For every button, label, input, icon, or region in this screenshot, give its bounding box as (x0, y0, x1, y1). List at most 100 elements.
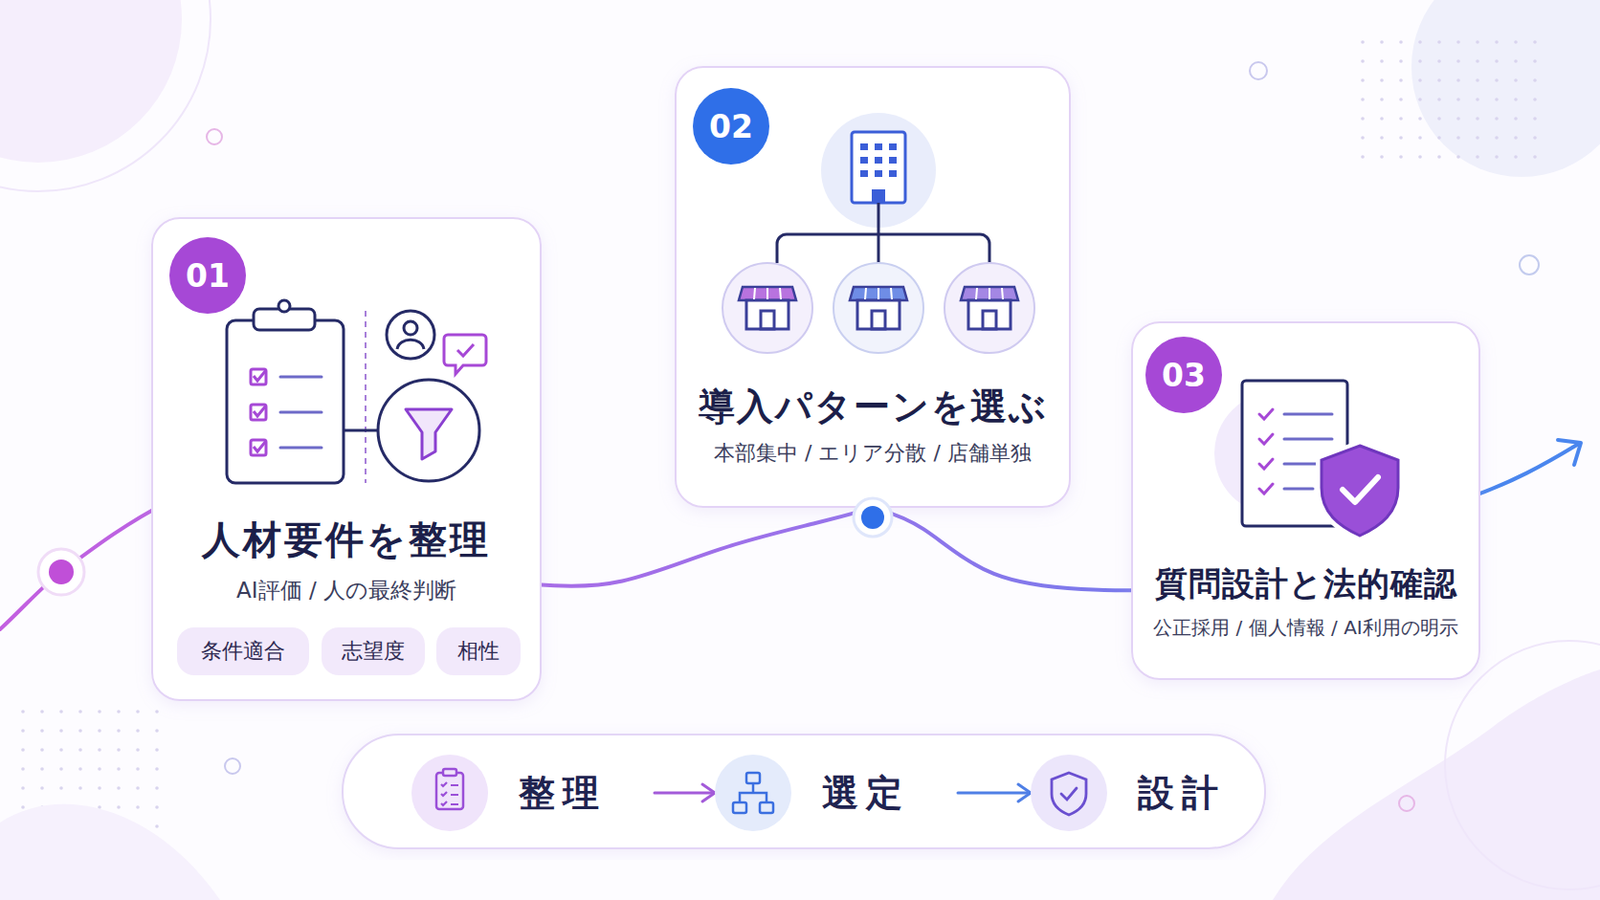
compliance-icon (1259, 434, 1273, 445)
tag-text: 志望度 (341, 637, 405, 667)
org-icon (754, 288, 756, 300)
requirements-icon (364, 311, 367, 484)
step-card: 02導入パターンを選ぶ本部集中 / エリア分散 / 店舗単独 (674, 66, 1071, 509)
connector-line (541, 508, 873, 587)
callout-number: 02 (692, 88, 770, 165)
requirements-icon (278, 300, 290, 312)
requirements-icon (403, 321, 418, 335)
org-icon (722, 112, 1035, 354)
compliance-icon (1259, 484, 1273, 494)
flow-arrow (957, 784, 1031, 802)
card-ground (674, 66, 1071, 509)
timeline-connector (541, 508, 873, 587)
requirements-icon (253, 370, 267, 381)
org-icon (738, 287, 797, 301)
org-icon (1001, 288, 1003, 300)
timeline-wave (38, 549, 85, 596)
compliance-icon (1259, 409, 1273, 420)
decor (0, 804, 221, 900)
step-icon (1030, 755, 1108, 832)
step-icon (714, 755, 792, 832)
org-icon (960, 287, 1019, 301)
org-icon (988, 288, 991, 300)
requirements-icon (280, 377, 322, 448)
requirements-icon (253, 441, 267, 452)
org-icon (871, 189, 886, 203)
card-subtitle: 公正採用 / 個人情報 / AI利用の明示 (1133, 614, 1479, 642)
step-icon (411, 755, 1108, 832)
org-icon (766, 288, 769, 300)
org-icon (888, 143, 897, 151)
org-icon (874, 156, 883, 164)
step-icon (411, 755, 489, 832)
flow-step: 整理 (411, 755, 655, 832)
step-icon (441, 782, 459, 806)
org-icon (860, 156, 868, 164)
card-ground (1131, 321, 1481, 681)
step-icon (733, 802, 747, 814)
compliance-icon (1284, 438, 1333, 442)
number-text: 01 (185, 257, 230, 295)
org-icon (849, 287, 908, 301)
card-ground (151, 66, 1481, 702)
org-icon (851, 132, 906, 203)
flow-step: 設計 (1030, 755, 1274, 832)
arrow-head (702, 784, 715, 802)
compliance-icon (1342, 477, 1378, 503)
decor (0, 0, 182, 163)
requirements-icon (377, 379, 480, 482)
requirements-icon (280, 411, 322, 415)
compliance-icon (1315, 440, 1404, 543)
step-icon (1051, 773, 1087, 816)
timeline-connector (872, 508, 1132, 591)
org-icon (777, 202, 990, 264)
tag-text: 相性 (457, 637, 500, 667)
decor (224, 758, 241, 775)
org-icon (888, 156, 897, 164)
timeline-wave (48, 559, 74, 585)
connector-line (957, 792, 1031, 796)
step-bar (342, 734, 1266, 849)
card-ground (151, 217, 542, 702)
number-text: 03 (1161, 356, 1206, 395)
step-icon (1061, 788, 1077, 800)
org-icon (890, 288, 892, 300)
step-label: 選定 (822, 769, 911, 819)
org-icon (760, 311, 775, 330)
timeline-wave (1464, 444, 1578, 500)
org-icon (968, 300, 1011, 330)
requirements-icon (343, 429, 378, 433)
org-icon (976, 288, 978, 300)
requirements-icon (280, 376, 322, 379)
requirements-icon (226, 300, 487, 484)
requirements-icon (397, 339, 424, 350)
decor (1349, 38, 1551, 173)
tag-text: 条件適合 (200, 637, 286, 667)
org-icon (857, 300, 900, 330)
requirements-icon (250, 404, 267, 421)
org-icon (871, 311, 886, 330)
requirements-icon (250, 369, 267, 385)
decor (1399, 796, 1415, 812)
org-icon (874, 170, 883, 178)
org-icon (860, 143, 897, 178)
step-icon (746, 773, 760, 784)
org-icon (874, 143, 883, 151)
card-title: 質問設計と法的確認 (1133, 561, 1479, 606)
decor (1272, 669, 1600, 900)
card-title: 導入パターンを選ぶ (676, 381, 1069, 432)
callout-number: 01 (169, 237, 246, 314)
decor (1519, 255, 1539, 275)
compliance-icon (1284, 488, 1313, 491)
org-icon (779, 288, 781, 300)
connector-line (654, 792, 715, 796)
org-icon (860, 143, 868, 151)
compliance-icon (1321, 445, 1399, 536)
flow-arrow (654, 784, 715, 802)
org-icon (722, 263, 813, 354)
org-icon (982, 311, 997, 330)
timeline-wave (1557, 440, 1581, 466)
org-icon (746, 300, 789, 330)
